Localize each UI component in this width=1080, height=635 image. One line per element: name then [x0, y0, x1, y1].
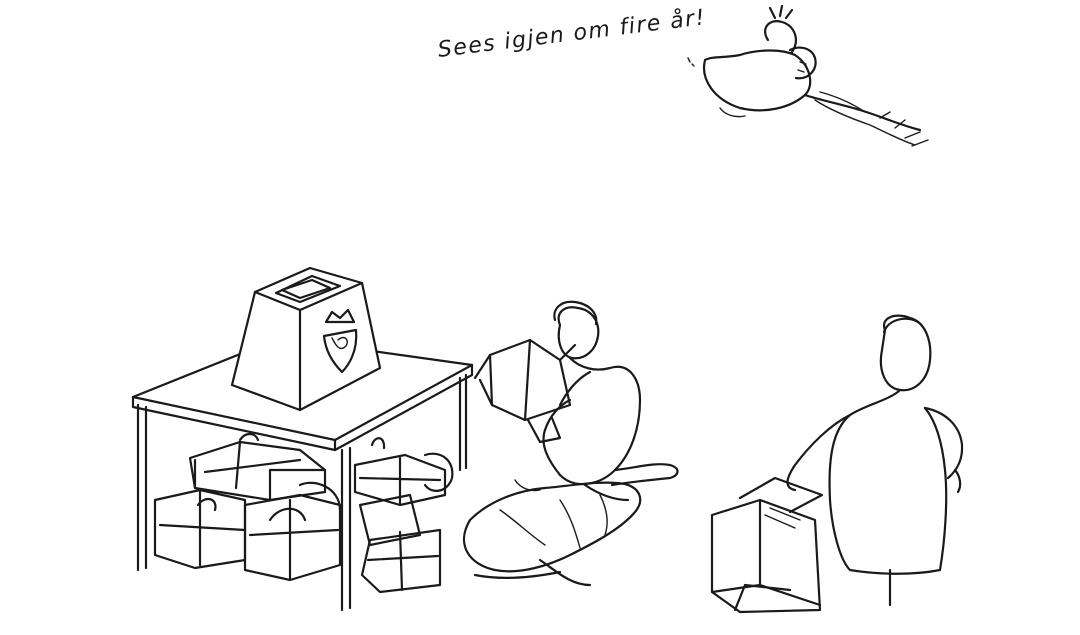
standing-person-icon — [710, 314, 964, 614]
flying-figure-icon — [687, 4, 929, 147]
parcels-icon — [153, 432, 454, 594]
coat-of-arms-icon — [322, 308, 358, 374]
kneeling-man-icon — [473, 300, 679, 502]
ballot-box-icon — [230, 266, 382, 412]
wrapping-paper — [463, 479, 642, 587]
